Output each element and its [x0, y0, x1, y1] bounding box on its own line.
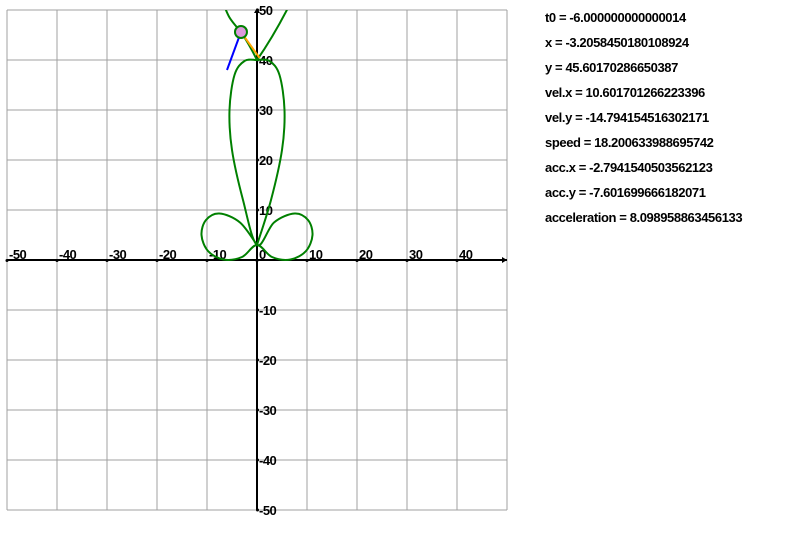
x-tick-mark	[305, 259, 309, 262]
x-tick-mark	[105, 259, 109, 262]
y-tick-label: 20	[259, 153, 273, 168]
x-tick-label: -10	[209, 247, 227, 262]
y-tick-mark	[256, 108, 259, 112]
x-tick-label: 30	[409, 247, 423, 262]
y-tick-mark	[256, 208, 259, 212]
x-tick-label: -40	[59, 247, 77, 262]
y-tick-mark	[256, 308, 259, 312]
x-tick-label: 10	[309, 247, 323, 262]
acceleration-readout: acceleration = 8.098958863456133	[545, 210, 743, 225]
x-tick-mark	[255, 259, 259, 262]
y-tick-label: -30	[259, 403, 277, 418]
y-tick-label: 30	[259, 103, 273, 118]
x-tick-mark	[155, 259, 159, 262]
x-tick-mark	[205, 259, 209, 262]
y-tick-mark	[256, 8, 259, 12]
y-readout: y = 45.60170286650387	[545, 60, 678, 75]
curve-path	[200, 58, 314, 261]
y-tick-label: 50	[259, 3, 273, 18]
y-tick-mark	[256, 458, 259, 462]
speed-readout: speed = 18.200633988695742	[545, 135, 714, 150]
y-tick-label: -20	[259, 353, 277, 368]
y-tick-mark	[256, 508, 259, 512]
x-tick-mark	[455, 259, 459, 262]
curve-path-segment	[256, 10, 289, 61]
y-tick-mark	[256, 158, 259, 162]
x-tick-label: -20	[159, 247, 177, 262]
x-readout: x = -3.2058450180108924	[545, 35, 689, 50]
x-tick-label: -50	[9, 247, 27, 262]
acc-y-readout: acc.y = -7.601699666182071	[545, 185, 706, 200]
x-tick-mark	[55, 259, 59, 262]
x-tick-label: 40	[459, 247, 473, 262]
y-tick-label: -40	[259, 453, 277, 468]
x-tick-mark	[5, 259, 9, 262]
y-tick-label: -10	[259, 303, 277, 318]
vel-x-readout: vel.x = 10.601701266223396	[545, 85, 705, 100]
current-point	[233, 24, 248, 39]
value-readout: t0 = -6.000000000000014 x = -3.205845018…	[545, 8, 743, 233]
x-tick-label: 0	[259, 247, 266, 262]
x-tick-label: 20	[359, 247, 373, 262]
x-axis-arrow	[502, 257, 507, 263]
t0-readout: t0 = -6.000000000000014	[545, 10, 686, 25]
y-tick-mark	[256, 358, 259, 362]
acc-x-readout: acc.x = -2.7941540503562123	[545, 160, 713, 175]
x-tick-label: -30	[109, 247, 127, 262]
vel-y-readout: vel.y = -14.794154516302171	[545, 110, 709, 125]
y-tick-label: -50	[259, 503, 277, 518]
y-tick-mark	[256, 408, 259, 412]
x-tick-mark	[405, 259, 409, 262]
x-tick-mark	[355, 259, 359, 262]
